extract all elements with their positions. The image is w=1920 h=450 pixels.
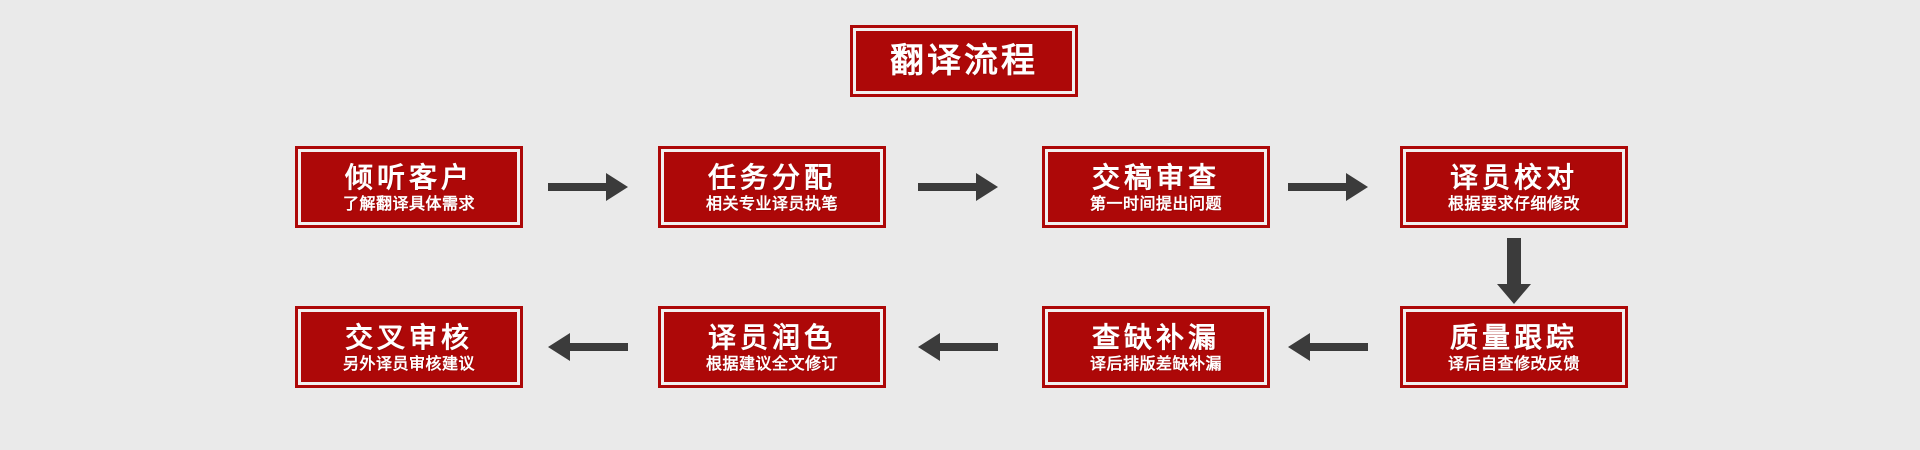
step-3-title: 交稿审查 [1091,161,1220,195]
step-5-title: 质量跟踪 [1449,321,1578,355]
step-5-subtitle: 译后自查修改反馈 [1447,353,1580,373]
step-4-subtitle: 根据要求仔细修改 [1447,193,1580,213]
arrow-down-icon-1 [1494,238,1534,306]
step-8-title: 交叉审核 [344,321,473,355]
step-box-2: 任务分配 相关专业译员执笔 [658,146,886,228]
arrow-left-icon-2 [918,302,998,392]
arrow-left-icon-1 [1288,302,1368,392]
step-2-title: 任务分配 [707,161,836,195]
step-7-subtitle: 根据建议全文修订 [705,353,838,373]
flowchart-title-label: 翻译流程 [890,41,1038,81]
step-4-title: 译员校对 [1449,161,1578,195]
step-2-subtitle: 相关专业译员执笔 [705,193,838,213]
arrow-left-icon-3 [548,302,628,392]
step-1-subtitle: 了解翻译具体需求 [342,193,475,213]
step-3-subtitle: 第一时间提出问题 [1089,193,1222,213]
step-8-subtitle: 另外译员审核建议 [342,353,475,373]
step-1-title: 倾听客户 [344,161,473,195]
step-box-3: 交稿审查 第一时间提出问题 [1042,146,1270,228]
step-box-8: 交叉审核 另外译员审核建议 [295,306,523,388]
step-box-6: 查缺补漏 译后排版差缺补漏 [1042,306,1270,388]
step-box-4: 译员校对 根据要求仔细修改 [1400,146,1628,228]
arrow-right-icon-3 [1288,142,1368,232]
step-6-title: 查缺补漏 [1091,321,1220,355]
step-6-subtitle: 译后排版差缺补漏 [1089,353,1222,373]
arrow-right-icon-1 [548,142,628,232]
flowchart-title-box: 翻译流程 [850,25,1078,97]
step-box-1: 倾听客户 了解翻译具体需求 [295,146,523,228]
step-box-7: 译员润色 根据建议全文修订 [658,306,886,388]
arrow-right-icon-2 [918,142,998,232]
step-7-title: 译员润色 [707,321,836,355]
step-box-5: 质量跟踪 译后自查修改反馈 [1400,306,1628,388]
